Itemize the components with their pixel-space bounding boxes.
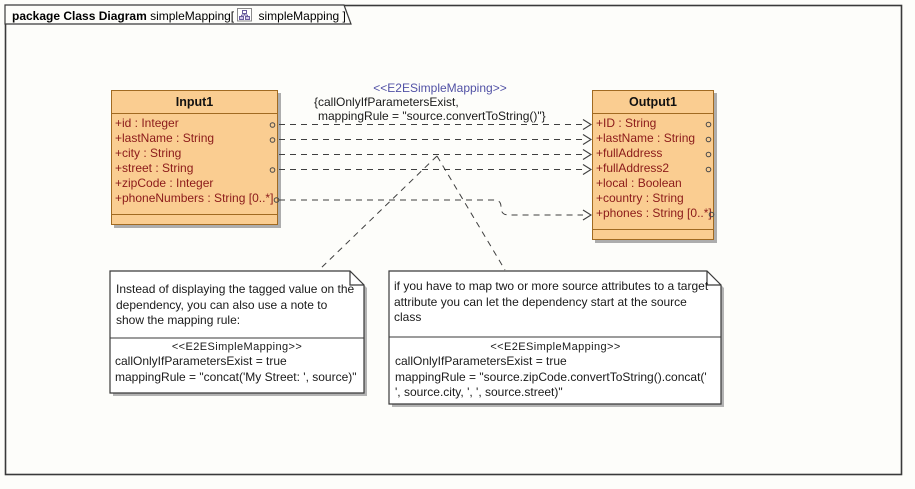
class-input1[interactable]: Input1 +id : Integer +lastName : String … xyxy=(111,90,278,225)
attribute-local[interactable]: +local : Boolean xyxy=(596,176,682,190)
note1-anchor-line[interactable] xyxy=(318,155,438,271)
class-diagram-icon xyxy=(237,8,253,25)
arrowhead-phones xyxy=(582,209,593,221)
arrowhead-fulladdress2 xyxy=(582,164,593,175)
arrowhead-fulladdress xyxy=(582,149,593,160)
attribute-id-out[interactable]: +ID : String xyxy=(596,116,657,130)
class-output1[interactable]: Output1 +ID : String +lastName : String … xyxy=(592,90,714,240)
attribute-street[interactable]: +street : String xyxy=(115,161,194,175)
attribute-zipcode[interactable]: +zipCode : Integer xyxy=(115,176,214,190)
port-circle-phones xyxy=(708,211,715,218)
attribute-id[interactable]: +id : Integer xyxy=(115,116,179,130)
frame-name-tab xyxy=(4,4,352,25)
attribute-phones[interactable]: +phones : String [0..*] xyxy=(596,206,712,220)
dependency-stereotype: <<E2ESimpleMapping>> xyxy=(373,81,507,95)
attribute-country[interactable]: +country : String xyxy=(596,191,684,205)
note1-shape[interactable] xyxy=(109,270,365,394)
note2-tags: callOnlyIfParametersExist = true mapping… xyxy=(395,354,707,399)
port-circle-id xyxy=(269,122,276,128)
port-circle-fulladdress2 xyxy=(705,166,712,173)
note1-body: Instead of displaying the tagged value o… xyxy=(116,282,355,327)
note1-tagged-values: <<E2ESimpleMapping>> callOnlyIfParameter… xyxy=(112,340,362,385)
frame-header-kind: package Class Diagram xyxy=(12,9,147,23)
class-output1-empty-compartment xyxy=(593,229,713,239)
note1-stereotype: <<E2ESimpleMapping>> xyxy=(171,341,303,353)
dependency-tag-line1: {callOnlyIfParametersExist, xyxy=(314,95,459,109)
note2-tagged-values: <<E2ESimpleMapping>> callOnlyIfParameter… xyxy=(392,340,719,401)
note2-anchor-line[interactable] xyxy=(436,155,506,271)
port-circle-phonenumbers xyxy=(273,197,280,203)
frame-header-name: simpleMapping[ xyxy=(150,9,235,23)
class-input1-attributes: +id : Integer +lastName : String +city :… xyxy=(112,114,277,214)
attribute-fulladdress2[interactable]: +fullAddress2 xyxy=(596,161,670,175)
dependency-phonenumbers-to-phones[interactable] xyxy=(279,199,583,216)
class-input1-empty-compartment xyxy=(112,214,277,224)
attribute-lastname[interactable]: +lastName : String xyxy=(115,131,215,145)
dependency-tag-line2: mappingRule = "source.convertToString()"… xyxy=(318,109,546,123)
port-circle-lastname-out xyxy=(705,136,712,143)
note1-fold-corner xyxy=(349,271,364,286)
frame-header: package Class Diagram simpleMapping[ sim… xyxy=(12,8,346,25)
note2-stereotype: <<E2ESimpleMapping>> xyxy=(490,341,621,353)
diagram-frame xyxy=(4,4,903,476)
attribute-phonenumbers[interactable]: +phoneNumbers : String [0..*] xyxy=(115,191,274,205)
arrowhead-lastname xyxy=(582,134,593,145)
class-output1-title: Output1 xyxy=(593,91,713,114)
note1-tags: callOnlyIfParametersExist = true mapping… xyxy=(115,354,357,384)
port-circle-lastname xyxy=(269,137,276,143)
class-output1-attributes: +ID : String +lastName : String +fullAdd… xyxy=(593,114,713,229)
attribute-city[interactable]: +city : String xyxy=(115,146,182,160)
frame-header-close-bracket: ] xyxy=(342,9,346,23)
port-circle-fulladdress xyxy=(705,151,712,158)
port-circle-street xyxy=(269,167,276,173)
attribute-fulladdress[interactable]: +fullAddress xyxy=(596,146,663,160)
attribute-lastname-out[interactable]: +lastName : String xyxy=(596,131,696,145)
note2-fold-corner xyxy=(706,271,721,286)
frame-header-tab-name: simpleMapping xyxy=(258,9,340,23)
class-input1-title: Input1 xyxy=(112,91,277,114)
dependency-label[interactable]: <<E2ESimpleMapping>> {callOnlyIfParamete… xyxy=(312,81,568,123)
port-circle-ID-out xyxy=(705,121,712,128)
note2-body: if you have to map two or more source at… xyxy=(394,279,709,324)
arrowhead-ID xyxy=(582,119,593,130)
